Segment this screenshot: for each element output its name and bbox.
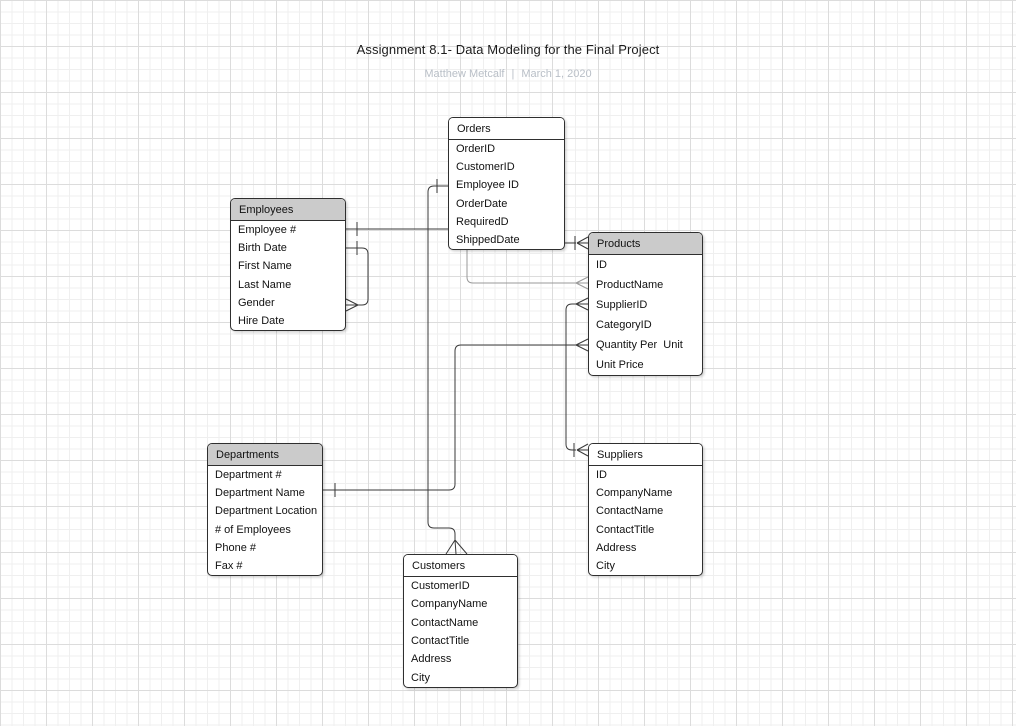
byline-separator: | [511,68,515,80]
entity-field[interactable]: ProductName [596,279,664,291]
connector-orders-productname[interactable] [466,250,589,290]
connector-orders-products[interactable] [565,236,589,250]
entity-products-title[interactable]: Products [589,233,702,255]
byline-date: March 1, 2020 [521,68,592,80]
entity-field[interactable]: Hire Date [238,314,285,327]
entity-field[interactable]: CustomerID [411,580,470,593]
entity-field[interactable]: CompanyName [596,487,673,500]
diagram-title[interactable]: Assignment 8.1- Data Modeling for the Fi… [356,42,660,57]
entity-field[interactable]: Phone # [215,541,256,554]
entity-field[interactable]: ShippedDate [456,233,520,246]
diagram-byline[interactable]: Matthew Metcalf | March 1, 2020 [0,68,1016,80]
entity-field[interactable]: Unit Price [596,359,644,371]
entity-field[interactable]: Employee # [238,224,297,237]
entity-field[interactable]: Quantity Per Unit [596,339,683,351]
connector-departments-products[interactable] [323,338,589,497]
entity-field[interactable]: CategoryID [596,319,652,331]
connector-products-suppliers[interactable] [565,297,589,457]
entity-field[interactable]: Birth Date [238,242,287,255]
entity-field[interactable]: City [411,671,430,684]
entity-suppliers-title[interactable]: Suppliers [589,444,702,466]
entity-field[interactable]: Employee ID [456,179,519,192]
entity-field[interactable]: ContactTitle [411,635,470,648]
entity-field[interactable]: Address [596,541,637,554]
entity-field[interactable]: OrderDate [456,197,508,210]
entity-field[interactable]: ContactTitle [596,523,655,536]
entity-field[interactable]: Department Name [215,487,305,500]
entity-field[interactable]: Fax # [215,559,243,572]
entity-field[interactable]: Last Name [238,278,292,291]
entity-field[interactable]: RequiredD [456,215,509,228]
entity-field[interactable]: Address [411,653,452,666]
entity-field[interactable]: CompanyName [411,598,488,611]
entity-field[interactable]: SupplierID [596,299,648,311]
entity-departments-title[interactable]: Departments [208,444,322,466]
entity-field[interactable]: # of Employees [215,523,291,536]
entity-field[interactable]: CustomerID [456,161,515,174]
entity-field[interactable]: OrderID [456,143,496,156]
entity-field[interactable]: ContactName [411,616,479,629]
entity-field[interactable]: Gender [238,296,275,309]
entity-field[interactable]: ContactName [596,505,664,518]
connector-employees-self[interactable] [345,241,369,312]
entity-field[interactable]: Department Location [215,505,318,518]
connector-employees-orders[interactable] [346,222,448,236]
entity-customers-title[interactable]: Customers [404,555,517,577]
byline-author: Matthew Metcalf [424,68,505,80]
entity-field[interactable]: City [596,559,615,572]
entity-field[interactable]: Department # [215,469,282,482]
entity-employees-title[interactable]: Employees [231,199,345,221]
entity-field[interactable]: ID [596,469,607,482]
entity-field[interactable]: First Name [238,260,292,273]
entity-orders-title[interactable]: Orders [449,118,564,140]
entity-field[interactable]: ID [596,259,607,271]
